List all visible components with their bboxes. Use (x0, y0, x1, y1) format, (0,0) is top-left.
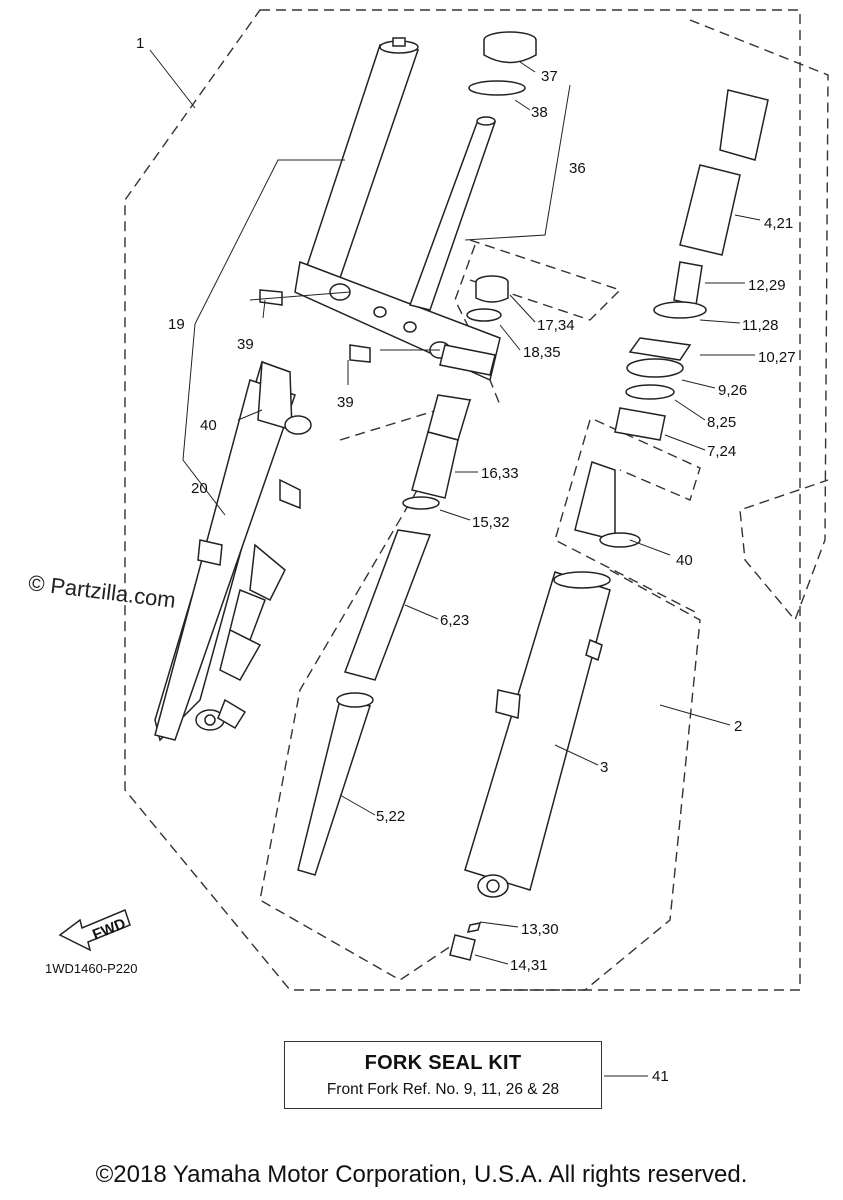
callout-13-30: 13,30 (521, 921, 559, 938)
callout-8-25: 8,25 (707, 414, 736, 431)
callout-37: 37 (541, 68, 558, 85)
fwd-label: FWD (90, 915, 128, 944)
callout-39-lower: 39 (337, 394, 354, 411)
callout-40-left: 40 (200, 417, 217, 434)
callout-39-upper: 39 (237, 336, 254, 353)
callout-6-23: 6,23 (440, 612, 469, 629)
callout-38: 38 (531, 104, 548, 121)
callout-36: 36 (569, 160, 586, 177)
callout-12-29: 12,29 (748, 277, 786, 294)
callout-leader-lines (149, 49, 761, 1077)
diagram-code: 1WD1460-P220 (45, 961, 138, 976)
callout-1: 1 (136, 35, 144, 52)
callout-5-22: 5,22 (376, 808, 405, 825)
copyright-footer: ©2018 Yamaha Motor Corporation, U.S.A. A… (95, 1161, 748, 1188)
callout-4-21: 4,21 (764, 215, 793, 232)
callout-16-33: 16,33 (481, 465, 519, 482)
callout-15-32: 15,32 (472, 514, 510, 531)
fork-seal-kit-box: FORK SEAL KIT Front Fork Ref. No. 9, 11,… (284, 1041, 602, 1109)
callout-14-31: 14,31 (510, 957, 548, 974)
right-fork-assembly (464, 89, 769, 898)
left-fork-assembly (154, 37, 501, 742)
callout-17-34: 17,34 (537, 317, 575, 334)
center-damper-parts (297, 31, 537, 961)
callout-19: 19 (168, 316, 185, 333)
callout-40-right: 40 (676, 552, 693, 569)
kit-ref-number: 41 (652, 1068, 669, 1085)
callout-20: 20 (191, 480, 208, 497)
callout-18-35: 18,35 (523, 344, 561, 361)
callout-2: 2 (734, 718, 742, 735)
callout-10-27: 10,27 (758, 349, 796, 366)
fwd-arrow: FWD (58, 908, 131, 952)
kit-title: FORK SEAL KIT (364, 1052, 522, 1074)
callout-labels: 1 37 38 36 4,21 12,29 11,28 10,27 9,26 8… (136, 35, 796, 974)
kit-subtitle: Front Fork Ref. No. 9, 11, 26 & 28 (326, 1081, 560, 1098)
callout-11-28: 11,28 (742, 317, 778, 334)
callout-7-24: 7,24 (707, 443, 736, 460)
callout-9-26: 9,26 (718, 382, 747, 399)
callout-3: 3 (600, 759, 608, 776)
